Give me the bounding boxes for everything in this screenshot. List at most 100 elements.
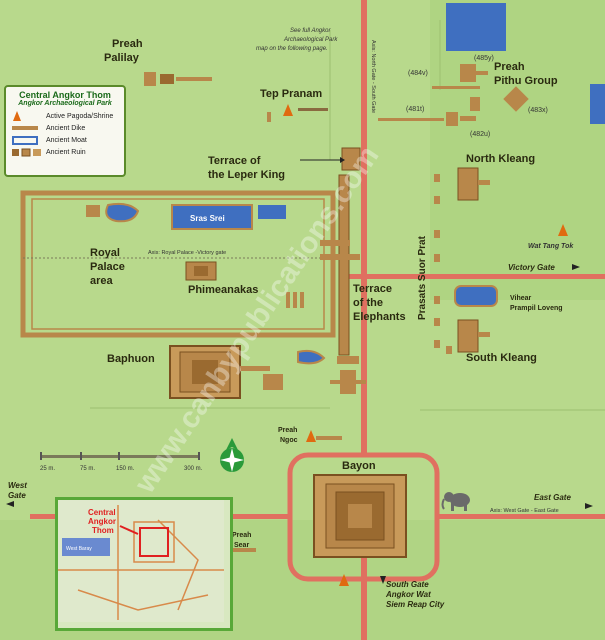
label-preah-ngoc-2: Ngoc [280,437,298,444]
pagoda-south-gate [339,574,349,586]
terrace-elephants-structure [320,174,360,356]
label-preah-pithu-2: Pithu Group [494,75,558,87]
inset-highlight [139,527,169,557]
small-pond-1 [258,205,286,219]
sras-srei-pond [171,204,253,230]
scale-mark-75: 75 m. [80,466,95,472]
bayon-temple [313,474,407,558]
inset-baray [62,538,110,556]
legend-row-ruin: Ancient Ruin [6,146,124,158]
elephant-icon [441,492,470,511]
label-area: area [90,275,114,287]
label-preah-pithu-1: Preah [494,61,525,73]
legend-row-moat: Ancient Moat [6,134,124,146]
note-line-1: See full Angkor [290,28,331,34]
label-leper-king: the Leper King [208,169,285,181]
code-482u: (482u) [470,131,490,138]
legend-subtitle: Angkor Archaeological Park [18,100,112,107]
ruin-icon [12,148,41,156]
terrace-south-ruins [330,356,366,394]
axis-north-south: Axis: North Gate - South Gate [370,40,376,113]
pagoda-preah-ngoc [306,430,316,442]
label-palilay: Palilay [104,52,140,64]
arrow-south [380,576,386,584]
label-angkor-wat: Angkor Wat [385,590,431,599]
preah-sear-dike [226,548,256,552]
legend-row-pagoda: Active Pagoda/Shrine [6,110,124,122]
legend-title: Central Angkor Thom [19,90,111,100]
note-line-2: Archaeological Park [283,37,338,43]
royal-palace-enclosure [20,190,336,338]
arrow-victory [572,264,580,270]
legend-label-ruin: Ancient Ruin [46,148,86,156]
label-east-gate: East Gate [534,493,571,502]
code-481t: (481t) [406,106,424,113]
legend-label-moat: Ancient Moat [46,136,87,144]
preah-pithu-ruins [378,64,529,126]
scale-mark-300: 300 m. [184,466,203,472]
north-kleang-ruin [434,167,490,204]
east-pond [590,84,605,124]
arrow-east [585,503,593,509]
inset-label-3: Thom [92,526,114,535]
label-preah: Preah [112,38,143,50]
label-north-kleang: North Kleang [466,153,535,165]
label-preah-sear-2: Sear [234,542,249,549]
label-terrace-of: Terrace of [208,155,261,167]
label-siem-reap: Siem Reap City [386,600,445,609]
scale-mark-150: 150 m. [116,466,135,472]
inset-map-graphic: Central Angkor Thom West Baray [58,500,224,622]
inset-baray-tag: West Baray [66,546,92,552]
label-west-1: West [8,481,27,490]
scale-bar [40,452,200,460]
label-of-the: of the [353,297,383,309]
label-south-kleang: South Kleang [466,352,537,364]
inset-locator-map: Central Angkor Thom West Baray [55,497,233,631]
faint-lines [90,20,605,411]
north-pond [446,3,506,51]
code-484v: (484v) [408,70,428,77]
label-palace: Palace [90,261,125,273]
label-vihear-1: Vihear [510,295,532,302]
label-tep-pranam: Tep Pranam [260,88,322,100]
arrow-west [6,501,14,507]
baphuon-pond [297,349,326,365]
label-terrace: Terrace [353,283,392,295]
scale-mark-25: 25 m. [40,466,55,472]
label-west-2: Gate [8,491,26,500]
label-prasats-suor-prat: Prasats Suor Prat [417,235,428,320]
inset-label-1: Central [88,508,116,517]
compass-icon [220,438,244,472]
preah-palilay-ruin [144,72,212,86]
moat-icon [12,135,38,145]
label-preah-sear-1: Preah [232,532,251,539]
preah-ngoc-dike [316,436,342,440]
pagoda-tep-pranam [283,104,293,116]
pagoda-wat-tang-tok [558,224,568,236]
label-sras-srei: Sras Srei [190,214,225,223]
note-line-3: map on the following page. [256,46,328,52]
vihear-pond [454,285,498,307]
label-wat-tang-tok: Wat Tang Tok [528,243,574,250]
label-elephants: Elephants [353,311,406,323]
prasats-towers [434,230,452,354]
inset-roads [58,505,224,620]
map-legend: Central Angkor Thom Angkor Archaeologica… [4,85,126,177]
label-phimeanakas: Phimeanakas [188,284,258,296]
label-vihear-2: Prampil Loveng [510,305,563,312]
dike-icon [12,126,38,130]
label-south-gate: South Gate [386,580,429,589]
axis-west-east: Axis: West Gate - East Gate [490,508,559,514]
label-preah-ngoc-1: Preah [278,427,297,434]
baphuon-temple [169,345,283,399]
label-baphuon: Baphuon [107,353,155,365]
code-485y: (485y) [474,55,494,62]
phimeanakas-temple [185,261,217,281]
legend-label-pagoda: Active Pagoda/Shrine [46,112,114,120]
label-victory-gate: Victory Gate [508,263,555,272]
small-ruins-palace [286,292,304,308]
legend-label-dike: Ancient Dike [46,124,86,132]
label-royal: Royal [90,247,120,259]
royal-pond-2 [105,202,140,223]
inset-label-2: Angkor [88,517,116,526]
